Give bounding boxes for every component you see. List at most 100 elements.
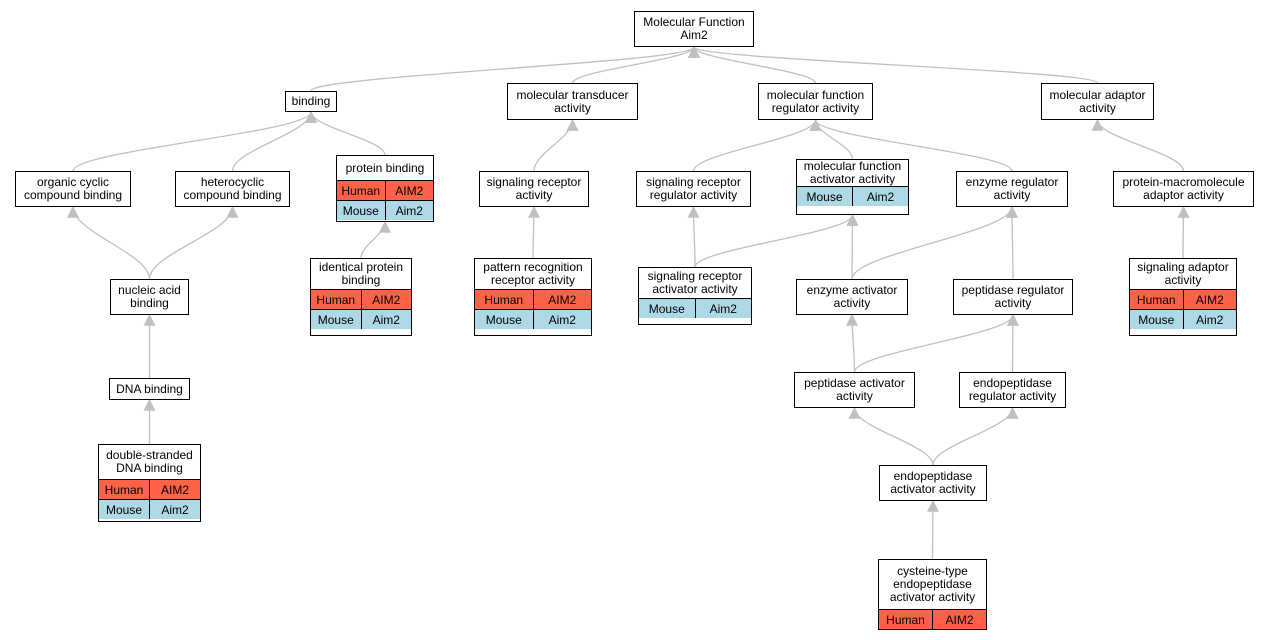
species-cell: Mouse <box>648 301 685 316</box>
edge-enzreg-to-mfreg <box>809 118 1013 172</box>
node-label: peptidase regulator activity <box>961 283 1065 310</box>
human-gene-row: Human AIM2 <box>311 289 411 309</box>
species-cell: Mouse <box>317 312 354 327</box>
node-label: protein binding <box>345 160 425 175</box>
edge-enzact-to-enzreg <box>851 205 1018 280</box>
species-cell: Mouse <box>1138 312 1175 327</box>
edge-pepact-to-pepreg <box>853 313 1019 373</box>
node-occb[interactable]: organic cyclic compound binding <box>15 171 131 207</box>
species-cell: Human <box>104 482 144 497</box>
node-label: endopeptidase regulator activity <box>968 376 1057 403</box>
node-label: endopeptidase activator activity <box>890 469 976 496</box>
mouse-gene-row: Mouse Aim2 <box>1130 309 1236 329</box>
node-label: molecular function regulator activity <box>766 87 865 115</box>
edge-idpb-to-protb <box>360 220 391 259</box>
node-label: identical protein binding <box>318 260 404 287</box>
node-sigrec[interactable]: signaling receptor activity <box>479 171 589 207</box>
mouse-gene-row: Mouse Aim2 <box>311 309 411 329</box>
node-label: peptidase activator activity <box>804 376 905 403</box>
gene-cell: Aim2 <box>149 500 200 519</box>
node-pepact[interactable]: peptidase activator activity <box>794 372 915 408</box>
gene-cell: Aim2 <box>360 310 412 329</box>
mouse-gene-row: Mouse Aim2 <box>99 499 200 519</box>
gene-cell: Aim2 <box>532 310 592 329</box>
species-cell: Human <box>1136 292 1176 307</box>
node-label: signaling receptor activator activity <box>647 269 743 296</box>
node-hetb[interactable]: heterocyclic compound binding <box>175 171 290 207</box>
species-cell: Mouse <box>105 502 143 517</box>
node-label: signaling adaptor activity <box>1137 260 1229 287</box>
node-label: Molecular Function Aim2 <box>643 15 745 42</box>
species-cell: Mouse <box>806 189 843 204</box>
node-mtrans[interactable]: molecular transducer activity <box>507 83 638 120</box>
node-cysact[interactable]: cysteine-type endopeptidase activator ac… <box>878 559 987 630</box>
node-dnab[interactable]: DNA binding <box>109 378 190 400</box>
node-nab[interactable]: nucleic acid binding <box>110 279 189 315</box>
node-root[interactable]: Molecular Function Aim2 <box>634 11 754 47</box>
edge-mfreg-to-root <box>688 45 817 84</box>
species-cell: Human <box>886 612 925 627</box>
node-label: protein-macromolecule adaptor activity <box>1122 175 1245 202</box>
gene-cell: AIM2 <box>1182 290 1237 309</box>
mouse-gene-row: Mouse Aim2 <box>639 298 751 318</box>
species-cell: Human <box>316 292 356 307</box>
edge-pmadapt-to-madapt <box>1091 118 1185 172</box>
species-cell: Human <box>341 183 381 198</box>
edge-endoact-to-pepact <box>848 406 934 466</box>
node-label: double-stranded DNA binding <box>106 448 193 475</box>
node-bind[interactable]: binding <box>285 91 337 112</box>
gene-cell: Aim2 <box>852 187 908 206</box>
node-enzreg[interactable]: enzyme regulator activity <box>956 171 1068 207</box>
edge-sigad-to-pmadapt <box>1177 205 1190 259</box>
node-label: cysteine-type endopeptidase activator ac… <box>889 564 976 604</box>
node-endoact[interactable]: endopeptidase activator activity <box>879 465 987 501</box>
edge-enzact-to-mfact <box>846 213 859 280</box>
edge-pepreg-to-enzreg <box>1006 205 1019 280</box>
edge-occb-to-bind <box>72 110 317 172</box>
mouse-gene-row: Mouse Aim2 <box>337 200 433 220</box>
node-pmadapt[interactable]: protein-macromolecule adaptor activity <box>1113 171 1254 207</box>
gene-cell: Aim2 <box>1182 310 1237 329</box>
human-gene-row: Human AIM2 <box>1130 289 1236 309</box>
node-pepreg[interactable]: peptidase regulator activity <box>953 279 1073 315</box>
edge-protb-to-bind <box>305 110 386 156</box>
edge-bind-to-root <box>310 45 700 92</box>
gene-cell: AIM2 <box>932 610 986 629</box>
node-label: molecular adaptor activity <box>1049 87 1146 115</box>
node-label: molecular transducer activity <box>516 87 629 115</box>
edge-prr-to-sigrec <box>527 205 540 259</box>
edge-nab-to-hetb <box>148 205 239 280</box>
node-label: pattern recognition receptor activity <box>483 260 583 287</box>
gene-cell: AIM2 <box>384 181 434 200</box>
human-gene-row: Human AIM2 <box>99 479 200 499</box>
node-mfreg[interactable]: molecular function regulator activity <box>758 83 873 120</box>
node-label: organic cyclic compound binding <box>23 175 123 202</box>
node-label: DNA binding <box>116 381 183 396</box>
gene-cell: Aim2 <box>694 299 752 318</box>
human-gene-row: Human AIM2 <box>879 609 986 629</box>
node-srreg[interactable]: signaling receptor regulator activity <box>636 171 751 207</box>
gene-cell: AIM2 <box>149 480 200 499</box>
node-label: signaling receptor activity <box>486 175 582 202</box>
node-madapt[interactable]: molecular adaptor activity <box>1041 83 1154 120</box>
edge-madapt-to-root <box>688 45 1099 84</box>
edge-pepact-to-enzact <box>846 313 859 373</box>
edge-hetb-to-bind <box>231 110 317 172</box>
edge-sract-to-mfact <box>694 213 859 268</box>
node-enzact[interactable]: enzyme activator activity <box>796 279 908 315</box>
gene-cell: Aim2 <box>384 201 434 220</box>
node-label: signaling receptor regulator activity <box>646 175 741 202</box>
edge-endoreg-to-pepreg <box>1006 313 1019 373</box>
gene-cell: AIM2 <box>360 290 412 309</box>
species-cell: Mouse <box>342 203 379 218</box>
node-endoreg[interactable]: endopeptidase regulator activity <box>959 372 1066 408</box>
